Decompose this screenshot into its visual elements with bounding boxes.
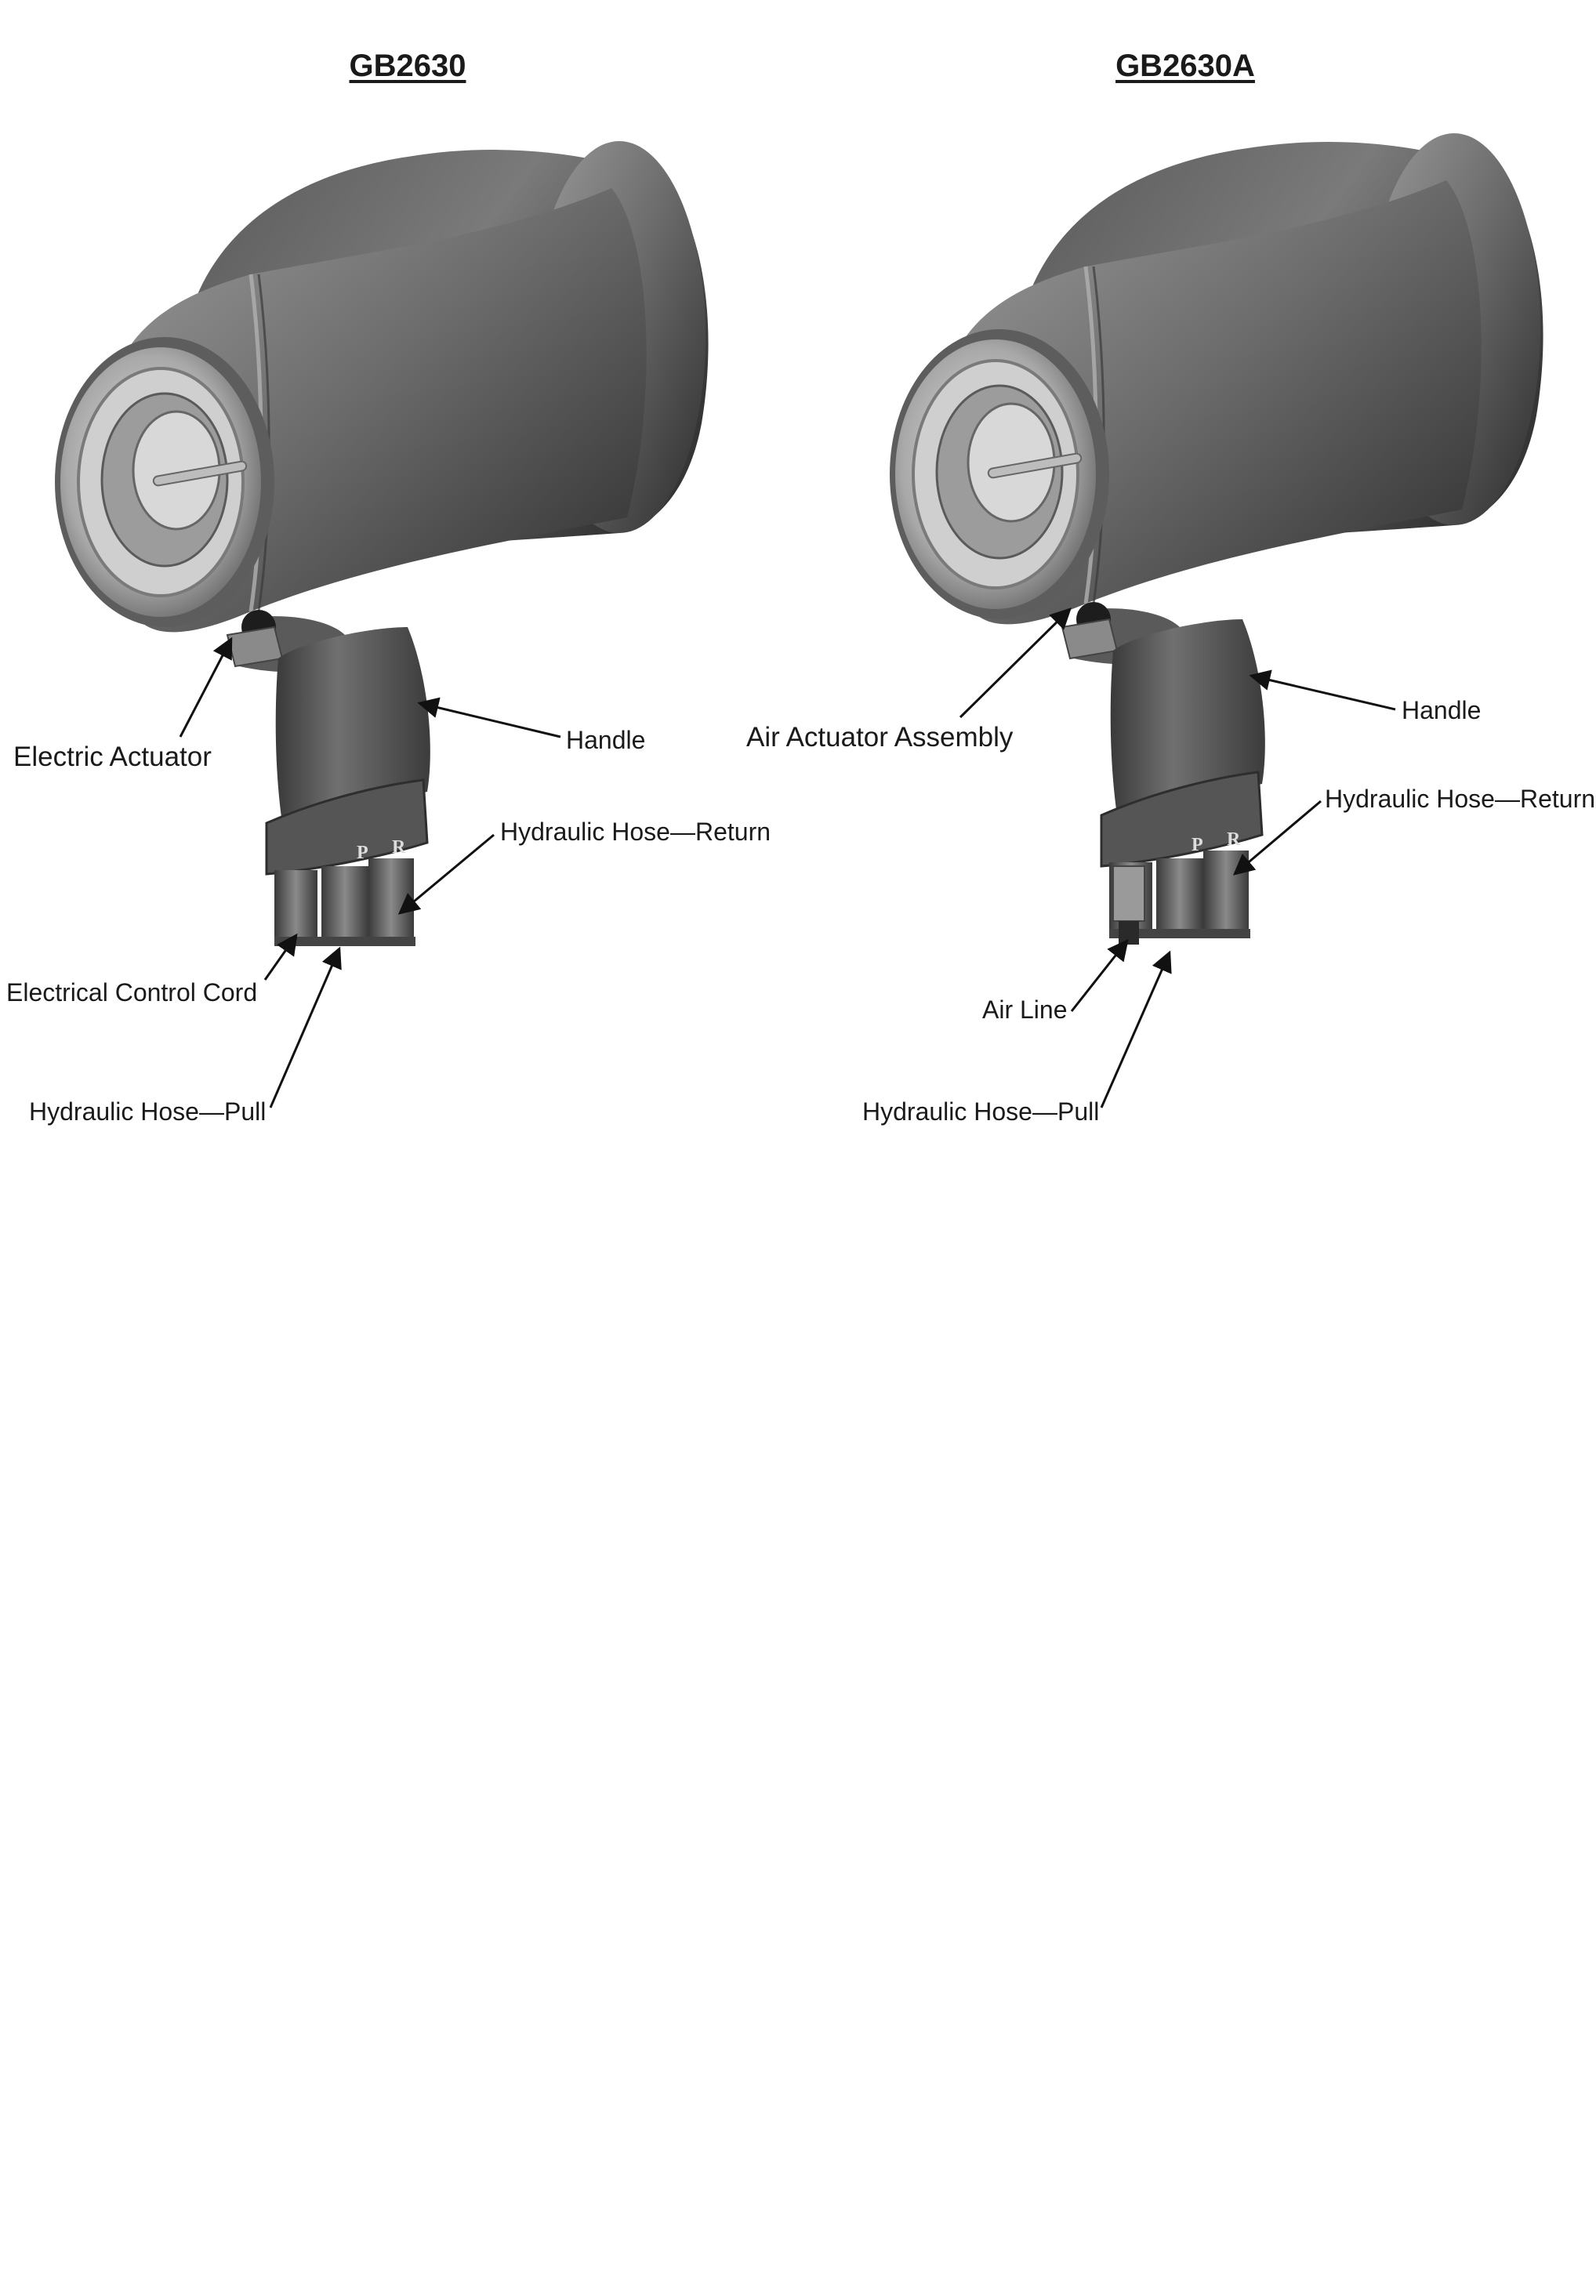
fitting-mark-p-right: P (1192, 835, 1203, 855)
callout-return-hose-left: Hydraulic Hose—Return (500, 818, 771, 846)
leader-pull-hose-left (269, 946, 342, 1108)
leader-return-hose-right (1232, 800, 1322, 876)
leader-lines-right (959, 608, 1396, 1108)
fitting-mark-p-left: P (357, 843, 368, 863)
callout-air-actuator: Air Actuator Assembly (746, 722, 1014, 753)
leader-air-actuator (959, 608, 1072, 719)
fitting-mark-r-right: R (1227, 829, 1241, 850)
leader-return-hose-left (397, 833, 495, 915)
tool-illustration-left: P R (55, 141, 709, 946)
leader-lines-left (179, 637, 561, 1108)
fitting-mark-r-left: R (392, 837, 406, 858)
diagram-title-left: GB2630 (349, 49, 466, 83)
diagram-title-right: GB2630A (1115, 49, 1255, 83)
leader-electrical-control-cord (263, 933, 298, 981)
leader-air-line (1070, 938, 1129, 1012)
leader-electric-actuator (179, 637, 233, 738)
leader-handle-left (417, 697, 561, 738)
callout-electric-actuator: Electric Actuator (13, 742, 212, 772)
leader-pull-hose-right (1100, 950, 1172, 1108)
callout-air-line: Air Line (982, 996, 1068, 1024)
callout-handle-left: Handle (566, 726, 646, 754)
callout-pull-hose-right: Hydraulic Hose—Pull (862, 1097, 1100, 1126)
leader-handle-right (1249, 669, 1396, 711)
callout-return-hose-right: Hydraulic Hose—Return (1325, 785, 1596, 813)
tool-illustration-right: P R (890, 133, 1543, 945)
callout-handle-right: Handle (1402, 696, 1482, 724)
callout-pull-hose-left: Hydraulic Hose—Pull (29, 1097, 267, 1126)
callout-electrical-control-cord: Electrical Control Cord (6, 978, 258, 1007)
